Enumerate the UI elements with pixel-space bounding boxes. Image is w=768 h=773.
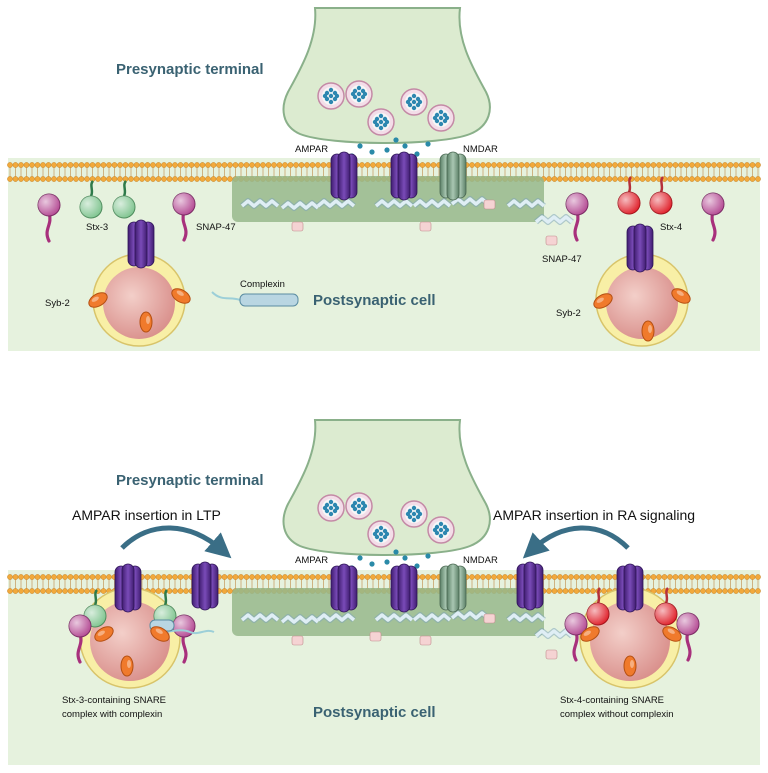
stx3-label: Stx-3: [86, 222, 108, 233]
top-glutamate: [349, 137, 431, 159]
top-nmdar-label: NMDAR: [463, 144, 498, 155]
bottom-panel: Presynaptic terminal Postsynaptic cell A…: [7, 419, 761, 765]
top-panel: Presynaptic terminal Postsynaptic cell A…: [7, 7, 761, 351]
top-synaptic-vesicles: [317, 80, 455, 136]
complexin-icon: [211, 291, 299, 307]
top-left-recycling-vesicle: [88, 219, 191, 347]
top-snare-proteins: [37, 176, 725, 243]
top-postsynaptic-label: Postsynaptic cell: [313, 292, 436, 309]
bottom-postsynaptic-label: Postsynaptic cell: [313, 704, 436, 721]
top-ampar-receptor: [330, 151, 358, 201]
bottom-nmdar-label: NMDAR: [463, 555, 498, 566]
right-caption-line2: complex without complexin: [560, 709, 674, 720]
top-postsynaptic-density: [232, 176, 544, 222]
top-ampar-label: AMPAR: [295, 144, 328, 155]
bottom-snare-complexes: [68, 587, 700, 664]
bottom-ampar-receptor: [390, 563, 418, 613]
right-caption-line1: Stx-4-containing SNARE: [560, 695, 664, 706]
top-nmdar-receptor: [439, 151, 467, 201]
bottom-postsynaptic-density: [232, 588, 544, 636]
complexin-label: Complexin: [240, 279, 285, 290]
bottom-presynaptic-label: Presynaptic terminal: [116, 472, 264, 489]
left-caption-line2: complex with complexin: [62, 709, 162, 720]
left-caption-line1: Stx-3-containing SNARE: [62, 695, 166, 706]
bottom-ampar-receptor: [330, 563, 358, 613]
top-presynaptic-label: Presynaptic terminal: [116, 61, 264, 78]
bottom-scaffold-proteins: [240, 610, 574, 660]
stx4-label: Stx-4: [660, 222, 682, 233]
bottom-inserted-ampars: [191, 561, 544, 611]
bottom-nmdar-receptor: [439, 563, 467, 613]
ltp-label: AMPAR insertion in LTP: [72, 507, 221, 523]
ltp-arrow-icon: [120, 525, 232, 559]
top-scaffold-proteins: [240, 196, 574, 246]
snap47-right-label: SNAP-47: [542, 254, 582, 265]
ra-label: AMPAR insertion in RA signaling: [493, 507, 695, 523]
snap47-left-label: SNAP-47: [196, 222, 236, 233]
syb2-right-label: Syb-2: [556, 308, 581, 319]
top-right-recycling-vesicle: [593, 223, 691, 347]
ra-arrow-icon: [522, 525, 630, 559]
syb2-left-label: Syb-2: [45, 298, 70, 309]
bottom-ampar-label: AMPAR: [295, 555, 328, 566]
top-ampar-receptor: [390, 151, 418, 201]
bottom-synaptic-vesicles: [317, 492, 455, 548]
